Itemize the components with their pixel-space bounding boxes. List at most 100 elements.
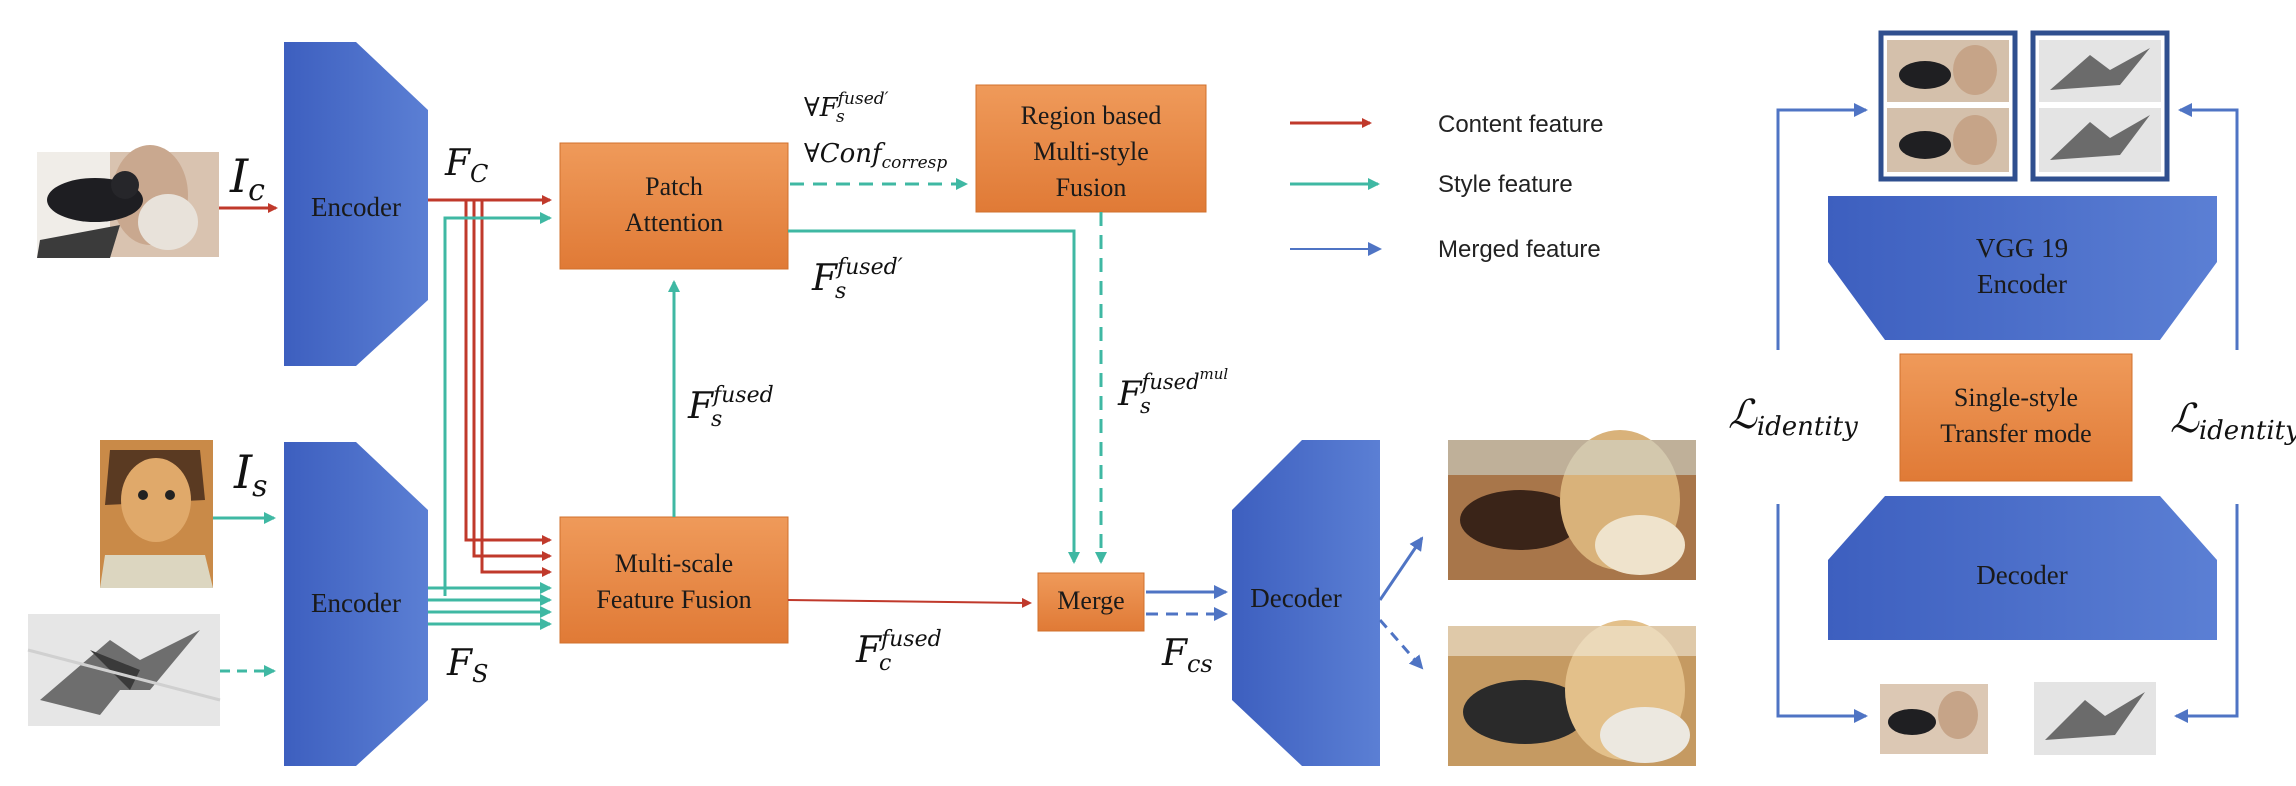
svg-text:Ic: Ic (229, 149, 265, 208)
label-F-s-fused: Ffused s (687, 383, 774, 432)
bottom-content-thumb (1880, 684, 1988, 754)
svg-text:ℒidentity: ℒidentity (2170, 396, 2296, 446)
content-arrows (219, 195, 1032, 608)
svg-text:FC: FC (444, 143, 488, 188)
patch-attention-line1: Patch (645, 172, 703, 201)
I-c-base: I (229, 149, 249, 203)
F-s-fused-mul-sup2: mul (1200, 365, 1229, 383)
label-F-S: FS (446, 643, 488, 688)
F-s-fused-mul-sub: s (1140, 394, 1151, 418)
F-s-fused-base: F (687, 386, 715, 427)
legend-content-label: Content feature (1438, 111, 1603, 138)
merged-arrows (1146, 536, 1424, 670)
svg-text:Ffusedmul: Ffusedmul (1117, 365, 1228, 414)
F-c-fused-sup: fused (879, 627, 942, 652)
multiscale-fusion-line1: Multi-scale (615, 549, 733, 578)
legend-style-label: Style feature (1438, 171, 1573, 198)
multiscale-fusion-box: Multi-scale Feature Fusion (559, 516, 789, 644)
svg-text:ℒidentity: ℒidentity (1728, 392, 1858, 442)
label-F-C: FC (444, 143, 488, 188)
F-s-fused-mul-base: F (1117, 374, 1143, 414)
forall-F-base: ∀F (804, 93, 839, 123)
svg-text:Fcs: Fcs (1161, 633, 1213, 678)
right-decoder: Decoder (1828, 496, 2217, 640)
L-identity-right-base: ℒ (2170, 396, 2200, 442)
label-L-identity-left: ℒidentity (1728, 392, 1858, 442)
top-encoder-label: Encoder (311, 192, 401, 222)
label-F-c-fused: Ffused c (855, 627, 942, 676)
F-c-fused-sub: c (879, 651, 891, 676)
label-F-cs: Fcs (1161, 633, 1213, 678)
svg-text:Ffused: Ffused (855, 627, 942, 671)
main-decoder-label: Decoder (1250, 583, 1341, 613)
style-sketch-image (27, 614, 221, 726)
bottom-encoder-label: Encoder (311, 588, 401, 618)
output-image-2 (1448, 620, 1696, 766)
F-s-fused-prime-sub: s (835, 279, 846, 304)
svg-text:∀Ffused′: ∀Ffused′ (804, 89, 889, 123)
legend: Content feature Style feature Merged fea… (1290, 111, 1603, 263)
I-c-sub: c (248, 173, 265, 208)
I-s-sub: s (252, 469, 267, 504)
bottom-style-thumb (2034, 682, 2156, 755)
F-s-fused-mul-sup: fused (1140, 370, 1200, 394)
svg-text:Ffused: Ffused (687, 383, 774, 427)
vgg-label-line2: Encoder (1977, 269, 2067, 299)
svg-text:Is: Is (233, 445, 268, 504)
F-c-fused-base: F (855, 630, 883, 671)
merge-box: Merge (1037, 572, 1145, 632)
framed-style-stack (2030, 30, 2170, 182)
svg-text:FS: FS (446, 643, 488, 688)
top-encoder: Encoder (284, 42, 428, 366)
bottom-encoder: Encoder (284, 442, 428, 766)
forall-F-sup: fused′ (836, 89, 889, 109)
F-C-sub: C (470, 160, 488, 188)
label-I-c: Ic (229, 149, 265, 208)
output-image-1 (1448, 430, 1696, 580)
svg-text:∀Confcorresp: ∀Confcorresp (804, 139, 947, 173)
F-s-fused-prime-base: F (811, 258, 839, 299)
forall-conf-sub: corresp (882, 153, 948, 173)
right-panel: VGG 19 Encoder Single-style Transfer mod… (1728, 30, 2296, 755)
F-s-fused-sup: fused (711, 383, 774, 408)
L-identity-right-sub: identity (2199, 416, 2296, 446)
label-L-identity-right: ℒidentity (2170, 396, 2296, 446)
F-C-base: F (444, 143, 472, 184)
F-S-sub: S (472, 660, 488, 688)
style-portrait-image (100, 440, 213, 588)
F-s-fused-sub: s (711, 407, 722, 432)
svg-text:Ffused′: Ffused′ (811, 255, 903, 299)
F-S-base: F (446, 643, 474, 684)
single-style-line1: Single-style (1954, 383, 2078, 412)
label-F-s-fused-mul: Ffusedmul s (1117, 365, 1228, 418)
F-cs-base: F (1161, 633, 1189, 674)
region-fusion-line2: Multi-style (1033, 137, 1149, 166)
region-fusion-line1: Region based (1021, 101, 1162, 130)
single-style-box: Single-style Transfer mode (1899, 353, 2133, 482)
label-forall-F: ∀Ffused′ s (804, 89, 889, 127)
framed-content-stack (1878, 30, 2018, 182)
label-I-s: Is (233, 445, 268, 504)
vgg-label-line1: VGG 19 (1976, 233, 2068, 263)
F-s-fused-prime-sup: fused′ (835, 255, 903, 280)
multiscale-fusion-line2: Feature Fusion (596, 585, 751, 614)
label-forall-conf: ∀Confcorresp (804, 139, 947, 173)
vgg-encoder: VGG 19 Encoder (1828, 196, 2217, 340)
content-image (37, 145, 219, 258)
right-decoder-label: Decoder (1976, 560, 2067, 590)
region-fusion-box: Region based Multi-style Fusion (975, 84, 1207, 213)
L-identity-left-base: ℒ (1728, 392, 1758, 438)
style-arrows (213, 178, 1107, 677)
forall-F-sub: s (836, 107, 845, 127)
forall-conf-base: ∀Conf (804, 139, 886, 169)
patch-attention-box: Patch Attention (559, 142, 789, 270)
legend-merged-label: Merged feature (1438, 236, 1601, 263)
patch-attention-line2: Attention (625, 208, 723, 237)
F-cs-sub: cs (1187, 650, 1213, 678)
L-identity-left-sub: identity (1757, 412, 1858, 442)
region-fusion-line3: Fusion (1056, 173, 1127, 202)
merge-label: Merge (1057, 586, 1124, 615)
I-s-base: I (233, 445, 253, 499)
single-style-line2: Transfer mode (1940, 419, 2091, 448)
